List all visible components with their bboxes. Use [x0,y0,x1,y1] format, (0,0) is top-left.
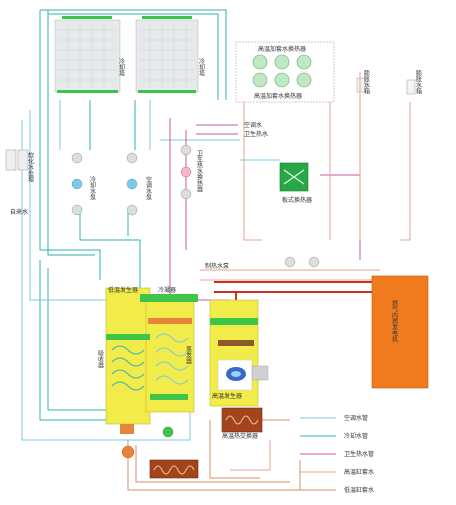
legend-label-domestic: 卫生热水管 [344,450,374,458]
cooling-water-pipes [39,9,227,421]
hot-water-pump-group [180,144,192,200]
ac-water-pipes [21,100,280,441]
legend-label-cooling: 冷却水管 [344,432,368,440]
ac-pump-group [126,152,138,216]
jacket-hx-bottom-label: 高温加套水换热器 [254,92,302,100]
jacket-hx-top-label: 高温加套水换热器 [258,45,306,53]
expansion-tank-left [356,77,366,93]
engine-label: 燃气内燃发电机 [391,299,398,343]
high-temp-jacket-pipes [200,72,411,471]
cooling-tower-left-label: 冷却塔 [118,57,125,77]
hot-water-pump-pair [284,256,320,268]
evaporator-label: 蒸发器 [185,345,192,365]
cooling-pump-group [71,152,83,216]
legend-label-ac: 空调水管 [344,414,368,422]
jacket-water-hx-group [235,41,335,103]
high-temp-generator-block [209,299,269,407]
high-temp-heat-exchanger [221,407,263,433]
domestic-water-tag: 卫生热水 [244,130,268,138]
cooling-tower-right [135,16,199,93]
low-temp-jacket-pipes [127,419,301,491]
expansion-tank-right [406,79,416,95]
hot-water-pump-label: 制热水泵 [205,262,229,270]
legend-label-hot-jacket: 高温缸套水 [344,468,374,476]
condenser-label: 冷凝器 [158,286,176,294]
ac-water-tag: 空调水 [244,121,262,129]
plate-heat-exchanger [279,162,309,192]
cooling-tower-right-label: 冷却塔 [198,57,205,77]
cooling-tower-left [54,16,121,93]
domestic-hot-water-pipes [169,118,361,301]
low-temp-generator-label: 低温发生器 [108,286,138,294]
softener-unit [5,149,29,171]
high-temp-generator-label: 高温发生器 [212,392,242,400]
expansion-tank-right-label: 膨胀水箱 [415,69,422,95]
plate-hx-label: 板式换热器 [282,196,312,204]
high-temp-hx-label: 高温热交换器 [222,432,258,440]
hx-domestic-label: 卫生热水换热器 [196,150,203,193]
softener-label: 软化水处理 [27,151,34,182]
gas-engine-generator [371,275,429,389]
legend-label-cold-jacket: 低温缸套水 [344,486,374,494]
cooling-pump-label: 冷却水泵 [89,175,96,200]
low-temp-generator-block [105,287,198,425]
solution-pump-group [120,424,174,459]
absorber-label: 吸收器 [97,350,104,369]
legend: 空调水管 冷却水管 卫生热水管 高温缸套水 低温缸套水 [300,414,374,494]
expansion-tank-left-label: 膨胀水箱 [363,69,370,95]
ac-pump-label: 空调水泵 [145,175,152,200]
low-temp-heat-exchanger [149,459,199,479]
tap-water-label: 自来水 [10,208,28,216]
